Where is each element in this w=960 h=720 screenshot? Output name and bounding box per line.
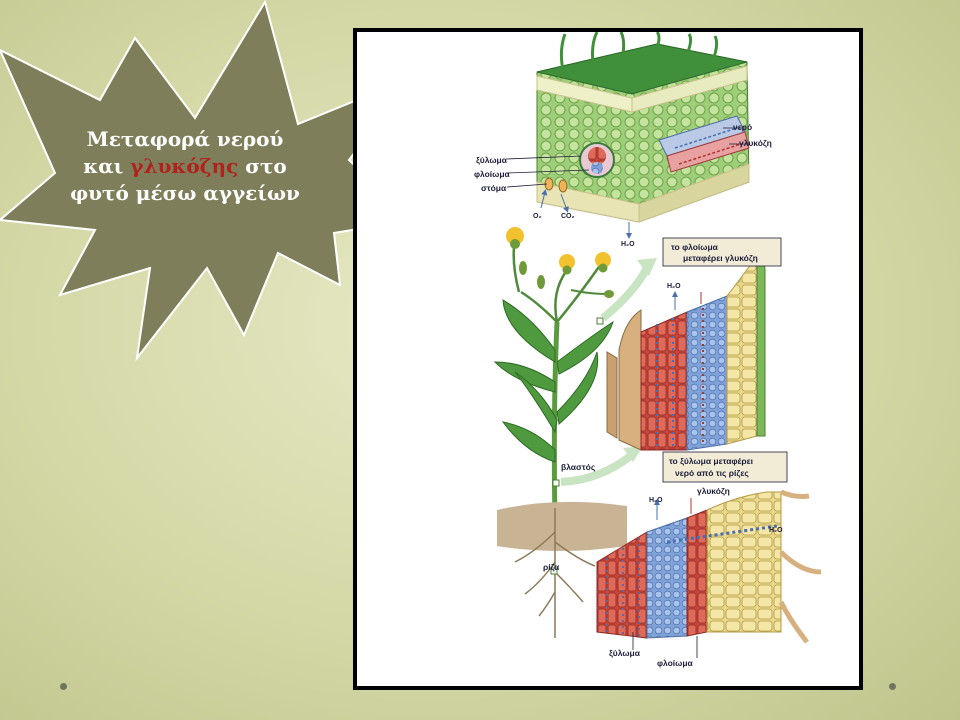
root-cross-section bbox=[596, 451, 822, 658]
leaf-glucose-label: γλυκόζη bbox=[739, 138, 772, 148]
title-highlight-glucose: γλυκόζης bbox=[130, 154, 239, 178]
flower-icon bbox=[506, 227, 614, 323]
root-glucose-label: γλυκόζη bbox=[697, 486, 730, 496]
leaf-stoma-label: στόμα bbox=[481, 183, 507, 193]
slide-title: Μεταφορά νερού και γλυκόζης στο φυτό μέσ… bbox=[70, 126, 300, 207]
leaf-o2-label: O₂ bbox=[533, 213, 542, 220]
root-note-line-1: το ξύλωμα μεταφέρει bbox=[669, 456, 754, 466]
leaf-co2-label: CO₂ bbox=[561, 213, 575, 220]
root-h2o-right-label: H₂O bbox=[769, 527, 783, 534]
root-h2o-left-label: H₂O bbox=[649, 497, 663, 504]
stem-note-line-1: το φλοίωμα bbox=[671, 242, 719, 252]
stem-cross-section bbox=[606, 237, 782, 451]
stem-note-line-2: μεταφέρει γλυκόζη bbox=[683, 253, 758, 263]
title-line-3: φυτό μέσω αγγείων bbox=[70, 181, 300, 205]
root-label: ρίζα bbox=[543, 562, 560, 572]
figure-frame: ξύλωμα φλοίωμα στόμα νερό γλυκόζη O₂ CO₂… bbox=[353, 28, 863, 690]
plant-transport-figure: ξύλωμα φλοίωμα στόμα νερό γλυκόζη O₂ CO₂… bbox=[474, 32, 822, 668]
leaf-water-label: νερό bbox=[733, 122, 752, 132]
plant-illustration bbox=[493, 227, 657, 638]
root-note-line-2: νερό από τις ρίζες bbox=[675, 468, 749, 478]
leaf-phloem-label: φλοίωμα bbox=[474, 169, 511, 179]
leaf-h2o-label: H₂O bbox=[621, 241, 635, 248]
leaf-xylem-label: ξύλωμα bbox=[476, 155, 508, 165]
stem-h2o-label: H₂O bbox=[667, 283, 681, 290]
root-xylem-label: ξύλωμα bbox=[609, 648, 641, 658]
title-line-2: και γλυκόζης στο bbox=[83, 154, 287, 178]
slide-dot-right bbox=[889, 683, 896, 690]
stem-label: βλαστός bbox=[561, 462, 596, 472]
slide-dot-left bbox=[60, 683, 67, 690]
root-phloem-label: φλοίωμα bbox=[657, 658, 694, 668]
title-line-1: Μεταφορά νερού bbox=[86, 127, 284, 151]
leaf-cross-section bbox=[506, 32, 750, 239]
